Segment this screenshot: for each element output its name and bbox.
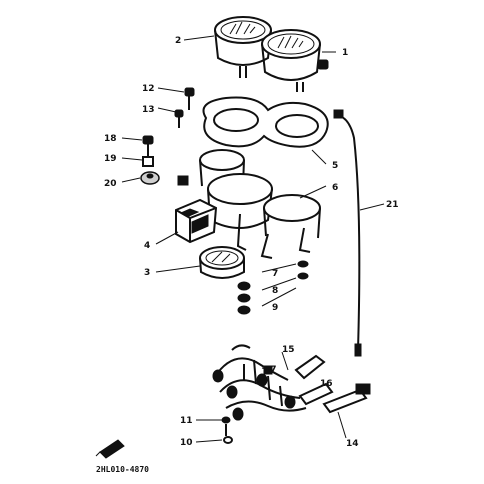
meter-bracket	[177, 149, 321, 259]
gauge-cover-plate	[202, 96, 329, 148]
callout-17: 17	[264, 365, 277, 375]
callout-20: 20	[104, 179, 117, 189]
small-gauge	[199, 246, 245, 279]
callout-16: 16	[320, 379, 333, 389]
grommet-20	[140, 171, 160, 185]
speedometer-cable	[333, 109, 362, 357]
washers-stack	[237, 260, 309, 315]
callout-2: 2	[175, 36, 181, 46]
callout-14: 14	[346, 439, 359, 449]
callout-4: 4	[144, 241, 150, 251]
callout-15: 15	[282, 345, 295, 355]
spacer-19	[142, 156, 154, 167]
screws-10-11	[221, 416, 233, 444]
socket-14	[322, 383, 371, 414]
front-arrow-icon	[95, 439, 125, 459]
callout-21: 21	[386, 200, 399, 210]
callout-12: 12	[142, 84, 155, 94]
speedometer-gauge	[261, 29, 329, 92]
callout-8: 8	[272, 286, 278, 296]
screw-12	[184, 87, 195, 110]
leader-lines	[121, 35, 385, 443]
callout-6: 6	[332, 183, 338, 193]
indicator-unit	[175, 198, 218, 244]
callout-18: 18	[104, 134, 117, 144]
drawing-code: 2HL010-4870	[96, 465, 149, 474]
callout-7: 7	[272, 269, 278, 279]
tachometer-gauge	[214, 16, 272, 78]
callout-1: 1	[342, 48, 348, 58]
callout-11: 11	[180, 416, 193, 426]
callout-3: 3	[144, 268, 150, 278]
wiring-harness	[212, 344, 334, 421]
callout-5: 5	[332, 161, 338, 171]
bolt-18	[142, 135, 154, 156]
callout-10: 10	[180, 438, 193, 448]
callout-9: 9	[272, 303, 278, 313]
callout-13: 13	[142, 105, 155, 115]
screw-13	[174, 109, 184, 128]
callout-19: 19	[104, 154, 117, 164]
